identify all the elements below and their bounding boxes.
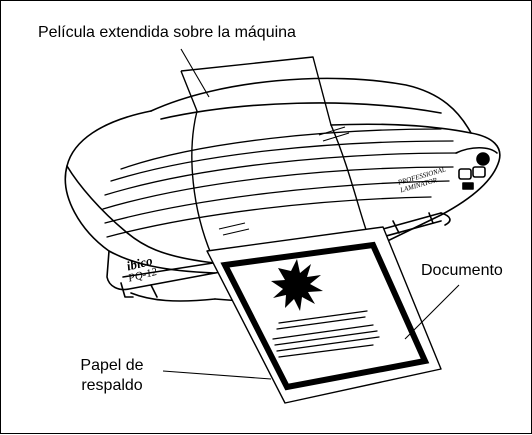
label-film: Película extendida sobre la máquina [38,24,296,41]
label-backing-paper: Papel de respaldo [57,356,167,396]
leader-document [404,284,460,340]
document-sheet [220,241,430,391]
leader-backing [162,370,272,380]
label-backing-line1: Papel de [80,357,144,374]
label-backing-line2: respaldo [81,377,143,394]
leader-lines [162,48,460,380]
label-document: Documento [421,262,503,279]
leader-film [180,48,210,98]
laminator-machine [64,77,501,302]
laminator-grille [102,128,458,238]
document-starburst [271,259,323,311]
